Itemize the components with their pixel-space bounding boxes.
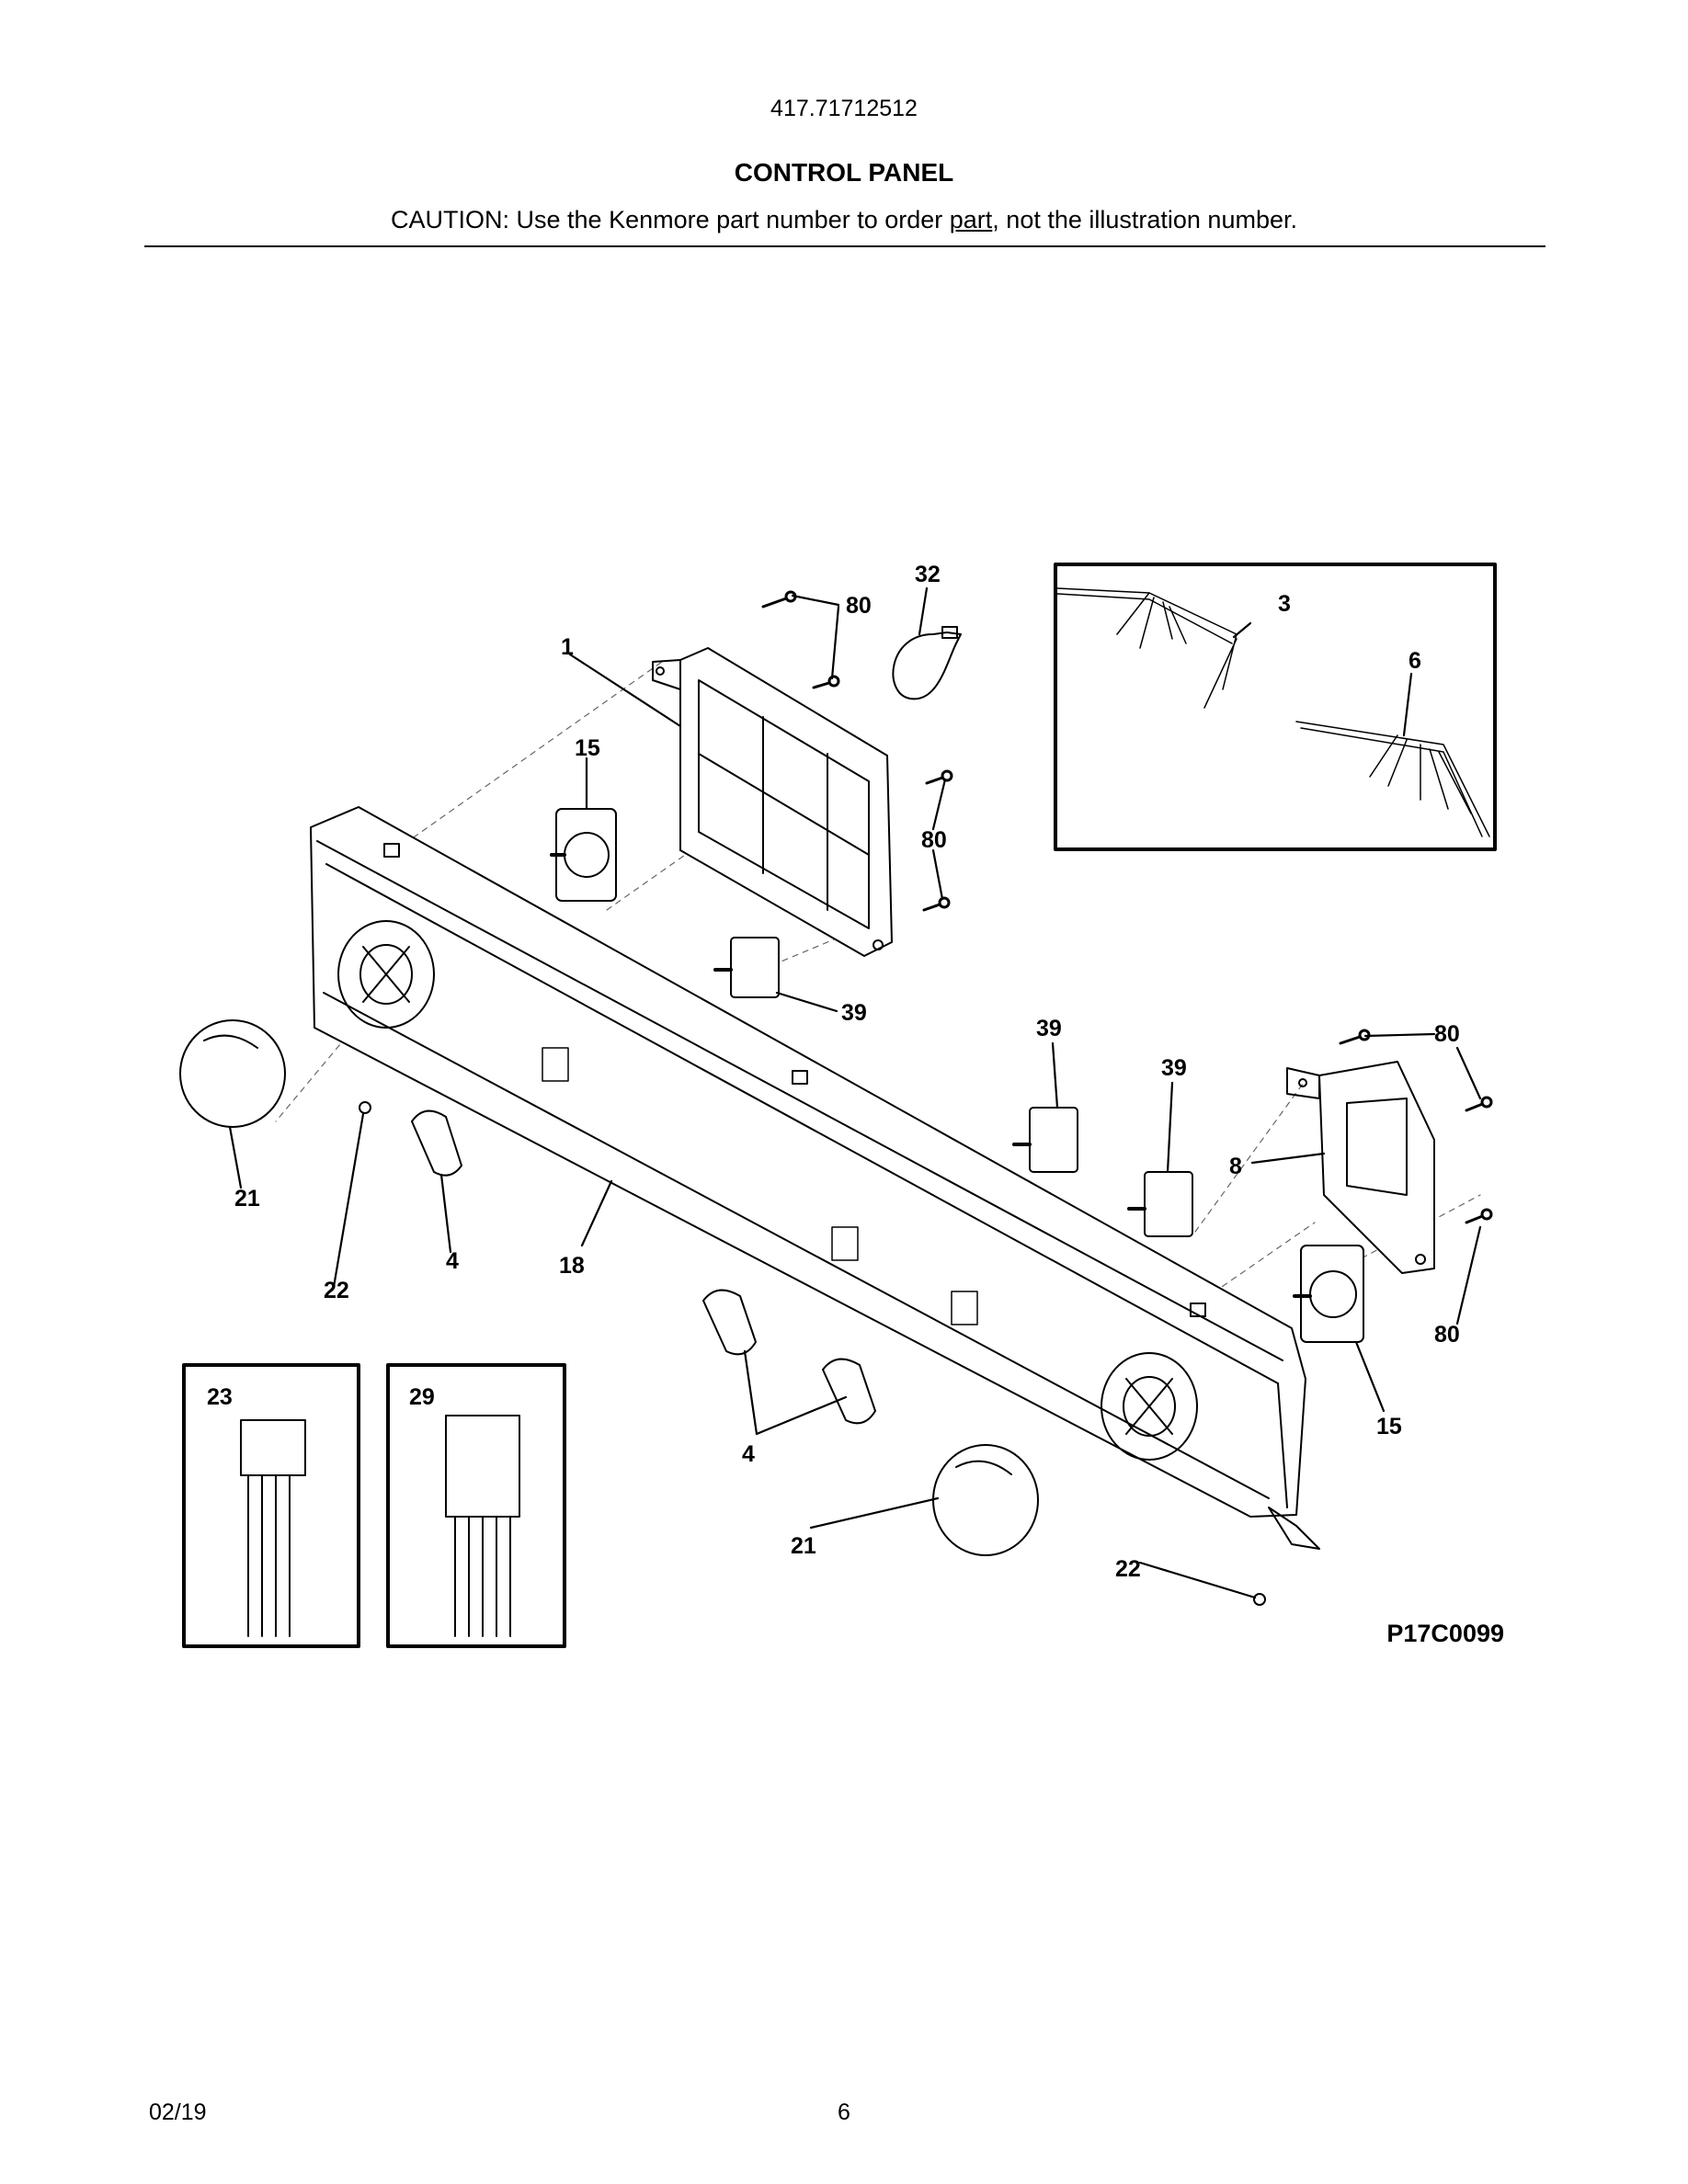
button-left bbox=[411, 1109, 462, 1177]
knob-right bbox=[932, 1444, 1039, 1556]
wire-harness-inset-box bbox=[1054, 563, 1497, 851]
switch-1 bbox=[713, 937, 780, 998]
callout-22-left: 22 bbox=[324, 1278, 349, 1303]
connector-29-inset-box bbox=[386, 1363, 566, 1648]
button-right bbox=[822, 1358, 876, 1425]
main-control-board bbox=[652, 647, 893, 957]
callout-4-bottom: 4 bbox=[742, 1441, 755, 1467]
callout-23: 23 bbox=[207, 1384, 233, 1410]
switch-3 bbox=[1127, 1171, 1193, 1237]
callout-39-middle: 39 bbox=[1036, 1016, 1062, 1041]
callout-4-left: 4 bbox=[446, 1248, 459, 1274]
screws-80 bbox=[761, 590, 1493, 1224]
caution-underlined-word: part bbox=[949, 206, 993, 233]
page-number: 6 bbox=[838, 2099, 850, 2125]
knob-left bbox=[179, 1019, 286, 1128]
callout-80-right-bottom: 80 bbox=[1434, 1322, 1460, 1348]
connector-23-inset-box bbox=[182, 1363, 360, 1648]
caution-text-start: CAUTION: Use the Kenmore part number to … bbox=[391, 206, 950, 233]
caution-note: CAUTION: Use the Kenmore part number to … bbox=[0, 206, 1688, 234]
callout-39-left: 39 bbox=[841, 1000, 867, 1026]
cable-tie bbox=[892, 626, 962, 700]
screws-22 bbox=[359, 1101, 1266, 1606]
switch-2 bbox=[1012, 1107, 1078, 1173]
encoder-right bbox=[1293, 1245, 1364, 1343]
callout-22-right: 22 bbox=[1115, 1556, 1141, 1582]
footer-date: 02/19 bbox=[149, 2099, 207, 2125]
callout-6: 6 bbox=[1409, 648, 1421, 674]
callout-39-right: 39 bbox=[1161, 1055, 1187, 1081]
callout-3: 3 bbox=[1278, 591, 1291, 617]
callout-80-right-top: 80 bbox=[1434, 1021, 1460, 1047]
page-title: CONTROL PANEL bbox=[734, 158, 954, 187]
callout-15-left: 15 bbox=[575, 735, 600, 761]
caution-text-end: , not the illustration number. bbox=[992, 206, 1297, 233]
connector-29 bbox=[445, 1415, 520, 1637]
callout-labels: 1 3 6 32 80 80 15 39 39 39 80 8 80 15 21… bbox=[207, 562, 1460, 1582]
callout-1: 1 bbox=[561, 634, 574, 660]
drawing-id: P17C0099 bbox=[1386, 1620, 1504, 1647]
callout-8: 8 bbox=[1229, 1154, 1242, 1179]
callout-80-top: 80 bbox=[846, 593, 872, 619]
callout-21-right: 21 bbox=[791, 1533, 816, 1559]
control-panel-housing bbox=[310, 806, 1320, 1550]
board-8 bbox=[1286, 1061, 1435, 1274]
wire-harness-6 bbox=[1295, 721, 1490, 837]
button-middle bbox=[702, 1289, 757, 1356]
wire-harness-3 bbox=[1056, 587, 1237, 709]
callout-80-board: 80 bbox=[921, 827, 947, 853]
callout-15-right: 15 bbox=[1376, 1414, 1402, 1439]
leader-lines bbox=[228, 586, 1482, 1599]
connector-23 bbox=[240, 1419, 306, 1637]
callout-21-left: 21 bbox=[234, 1186, 260, 1211]
callout-18: 18 bbox=[559, 1253, 585, 1279]
encoder-left bbox=[550, 808, 617, 902]
callout-32: 32 bbox=[915, 562, 941, 587]
model-number: 417.71712512 bbox=[770, 96, 918, 121]
callout-29: 29 bbox=[409, 1384, 435, 1410]
header-rule bbox=[144, 245, 1545, 247]
